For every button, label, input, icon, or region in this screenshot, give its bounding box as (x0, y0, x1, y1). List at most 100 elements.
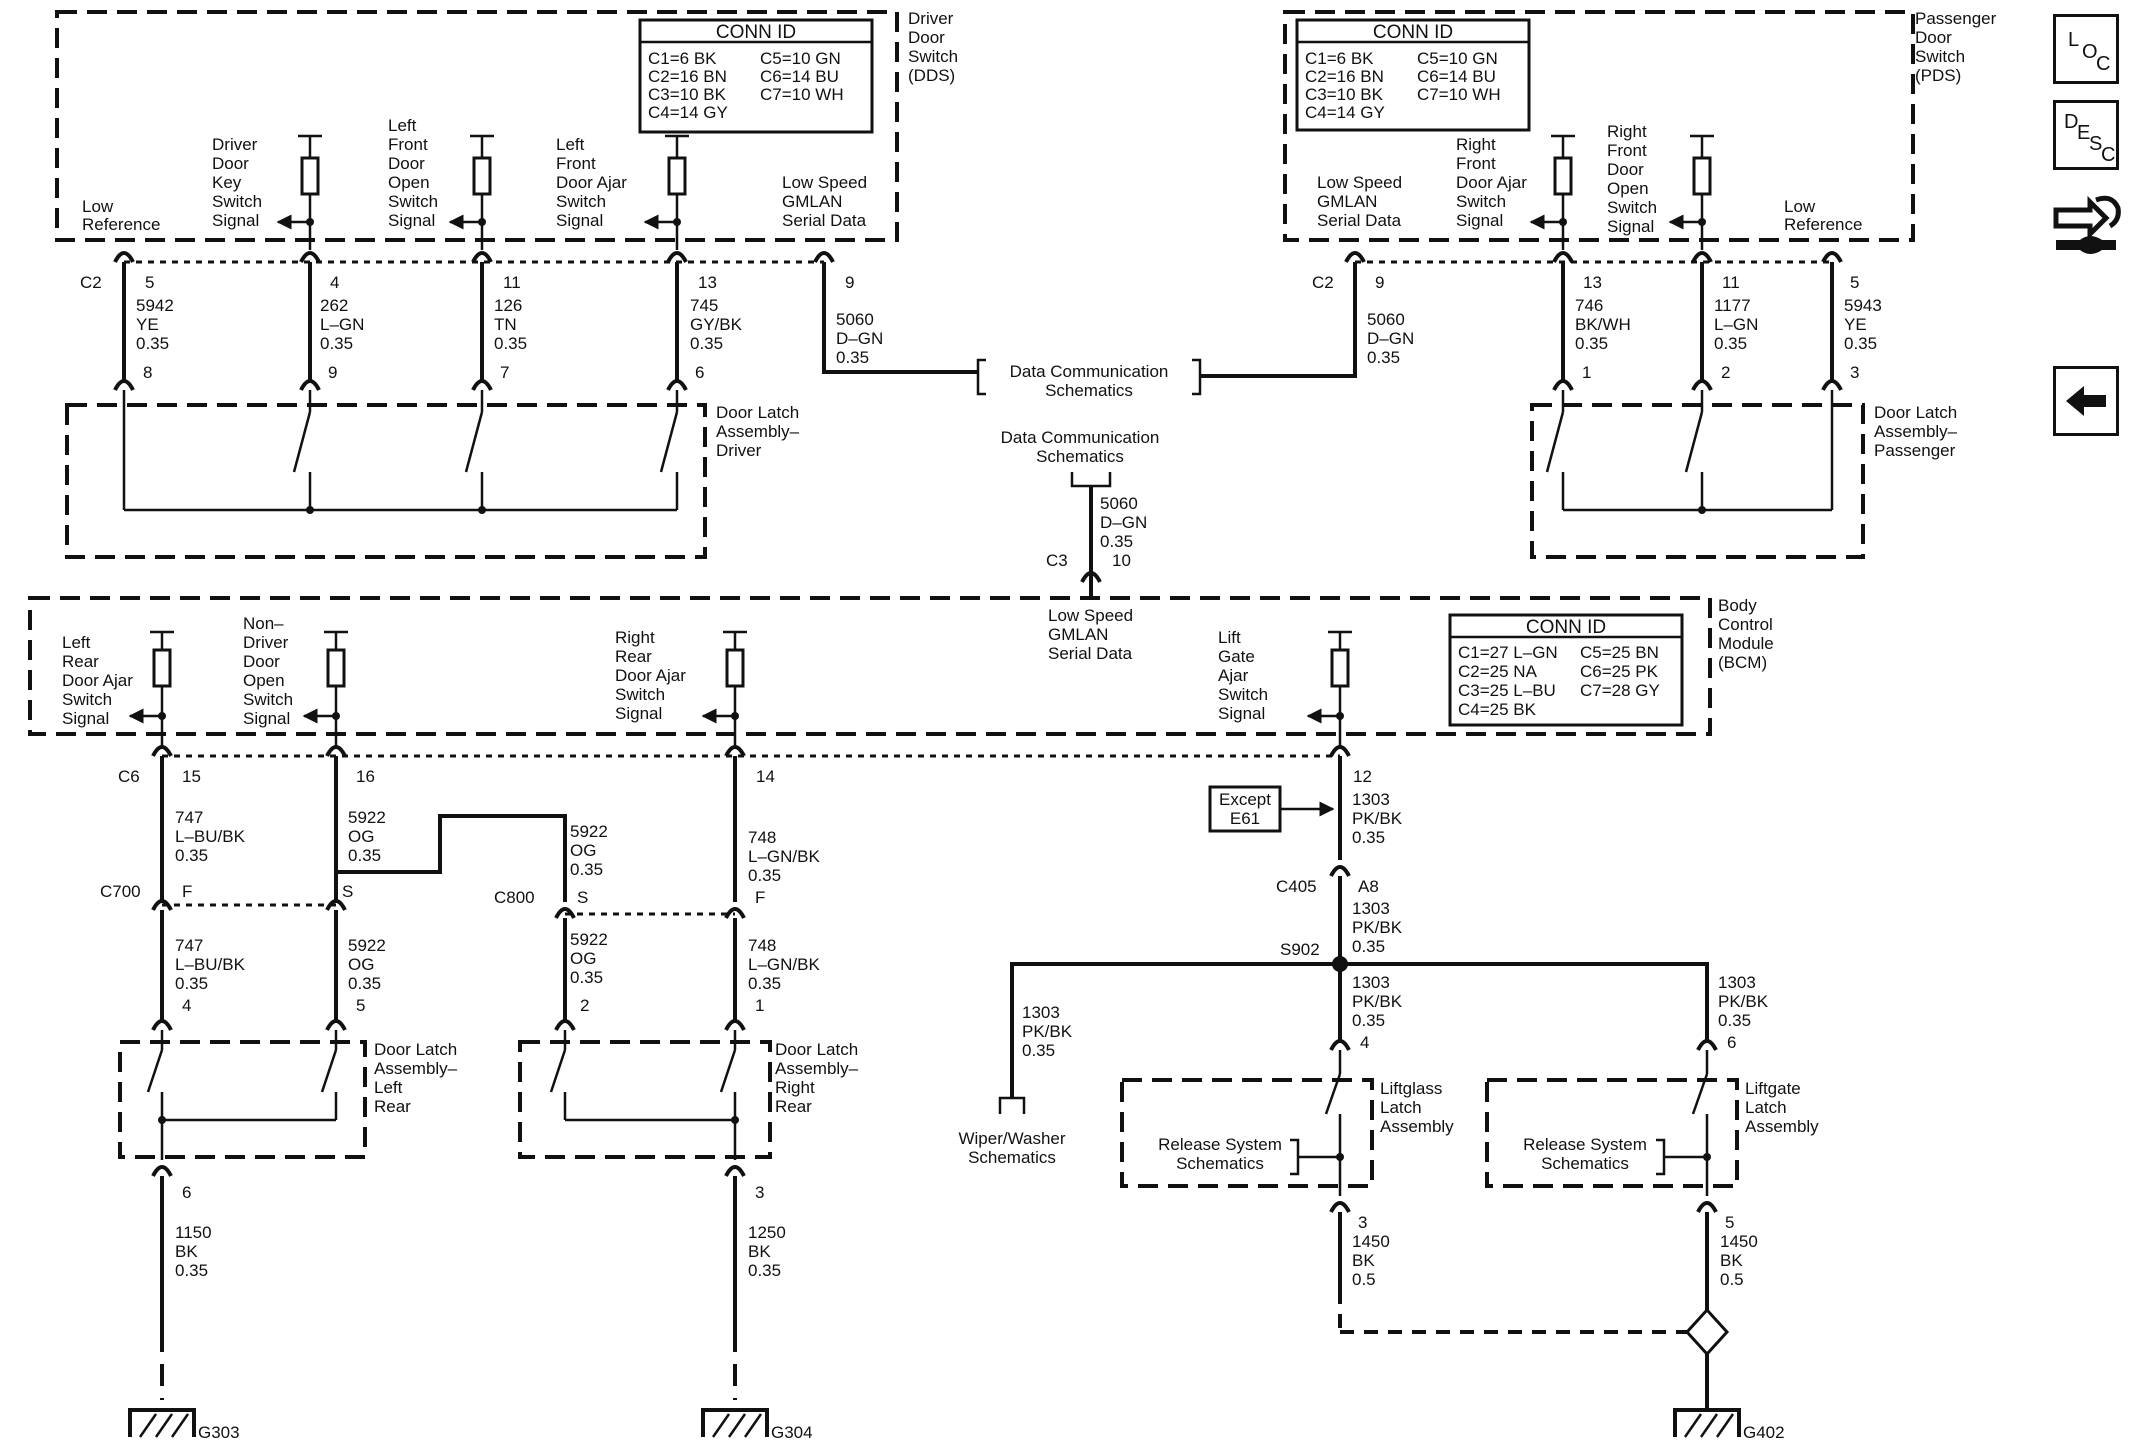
repair-tools-button[interactable] (2050, 180, 2122, 264)
pds-open-switch-label: Right Front Door Open Switch Signal (1607, 122, 1657, 236)
svg-text:0.35: 0.35 (836, 348, 869, 367)
svg-text:Switch: Switch (1607, 198, 1657, 217)
data-communication-ref-1[interactable]: Data Communication Schematics (976, 358, 1202, 400)
svg-text:126: 126 (494, 296, 522, 315)
svg-text:4: 4 (182, 996, 191, 1015)
svg-text:5: 5 (356, 996, 365, 1015)
svg-text:Lift: Lift (1218, 628, 1241, 647)
door-latch-left-rear-box (118, 1040, 367, 1159)
svg-text:2: 2 (1721, 363, 1730, 382)
svg-text:C1=6 BK: C1=6 BK (1305, 49, 1374, 68)
svg-text:Signal: Signal (212, 211, 259, 230)
svg-text:Data Communication: Data Communication (1001, 428, 1160, 447)
data-communication-ref-2[interactable]: Data Communication Schematics (1001, 428, 1160, 488)
wiper-washer-ref[interactable]: Wiper/Washer Schematics (958, 1096, 1066, 1167)
release-system-ref-2[interactable]: Release System Schematics (1523, 1135, 1666, 1176)
svg-text:Schematics: Schematics (1176, 1154, 1264, 1173)
svg-text:Open: Open (388, 173, 430, 192)
svg-text:OG: OG (570, 841, 596, 860)
svg-text:C2=25 NA: C2=25 NA (1458, 662, 1538, 681)
ground-g303: G303 (128, 1408, 240, 1442)
svg-text:OG: OG (348, 955, 374, 974)
c700-connector: C700 F S (100, 882, 353, 911)
svg-text:5922: 5922 (570, 930, 608, 949)
bcm-nd-open-label: Non– Driver Door Open Switch Signal (243, 614, 293, 728)
svg-text:Rear: Rear (615, 647, 652, 666)
svg-text:0.35: 0.35 (1367, 348, 1400, 367)
svg-text:5942: 5942 (136, 296, 174, 315)
right-rear-latch-internal (549, 1030, 739, 1160)
wire-1450a-label: 1450 BK 0.5 (1352, 1232, 1390, 1289)
svg-text:Ajar: Ajar (1218, 666, 1249, 685)
svg-text:0.35: 0.35 (320, 334, 353, 353)
svg-text:Liftglass: Liftglass (1380, 1079, 1442, 1098)
svg-text:C405: C405 (1276, 877, 1317, 896)
svg-text:Right: Right (615, 628, 655, 647)
svg-text:14: 14 (756, 767, 775, 786)
pds-gmlan-label: Low Speed GMLAN Serial Data (1317, 173, 1402, 230)
release-system-ref-1[interactable]: Release System Schematics (1158, 1135, 1300, 1176)
svg-text:747: 747 (175, 936, 203, 955)
svg-text:Passenger: Passenger (1874, 441, 1956, 460)
svg-text:Door: Door (243, 652, 280, 671)
svg-text:0.35: 0.35 (748, 866, 781, 885)
svg-text:PK/BK: PK/BK (1718, 992, 1769, 1011)
svg-text:CONN ID: CONN ID (716, 22, 796, 43)
svg-text:0.35: 0.35 (348, 846, 381, 865)
svg-text:Reference: Reference (82, 215, 160, 234)
wire-5922c-label: 5922 OG 0.35 (348, 936, 386, 993)
svg-text:Driver: Driver (908, 9, 954, 28)
svg-text:Assembly–: Assembly– (1874, 422, 1958, 441)
svg-text:Serial Data: Serial Data (1048, 644, 1133, 663)
svg-text:Driver: Driver (716, 441, 762, 460)
svg-text:1303: 1303 (1352, 973, 1390, 992)
svg-text:Liftgate: Liftgate (1745, 1079, 1801, 1098)
location-button[interactable]: L O C (2053, 14, 2119, 84)
passenger-latch-connector: 1 2 3 (1552, 363, 1859, 391)
svg-text:OG: OG (570, 949, 596, 968)
svg-text:F: F (182, 882, 192, 901)
svg-text:745: 745 (690, 296, 718, 315)
svg-text:0.35: 0.35 (494, 334, 527, 353)
svg-text:YE: YE (1844, 315, 1867, 334)
svg-text:0.35: 0.35 (175, 1261, 208, 1280)
svg-text:C5=10 GN: C5=10 GN (760, 49, 841, 68)
svg-text:5922: 5922 (570, 822, 608, 841)
svg-text:0.5: 0.5 (1720, 1270, 1744, 1289)
svg-text:6: 6 (1727, 1033, 1736, 1052)
svg-text:Door: Door (1915, 28, 1952, 47)
svg-text:Assembly: Assembly (1380, 1117, 1454, 1136)
svg-text:Door Ajar: Door Ajar (615, 666, 686, 685)
svg-text:0.35: 0.35 (1718, 1011, 1751, 1030)
svg-text:3: 3 (1358, 1213, 1367, 1232)
liftgate-latch-box (1485, 1078, 1739, 1188)
svg-text:1: 1 (755, 996, 764, 1015)
dds-wires (122, 262, 978, 380)
svg-text:Signal: Signal (388, 211, 435, 230)
back-button[interactable] (2053, 366, 2119, 436)
svg-text:C5=10 GN: C5=10 GN (1417, 49, 1498, 68)
svg-text:BK: BK (748, 1242, 771, 1261)
svg-text:1450: 1450 (1720, 1232, 1758, 1251)
svg-text:GY/BK: GY/BK (690, 315, 743, 334)
door-latch-right-rear-box (518, 1040, 772, 1159)
bcm-lift-ajar-label: Lift Gate Ajar Switch Signal (1218, 628, 1268, 723)
svg-text:TN: TN (494, 315, 517, 334)
svg-text:C800: C800 (494, 888, 535, 907)
description-button[interactable]: D E S C (2053, 100, 2119, 170)
driver-door-switch-box (55, 10, 899, 242)
svg-text:16: 16 (356, 767, 375, 786)
svg-text:C3=10 BK: C3=10 BK (648, 85, 727, 104)
liftgate-latch-internal (1664, 1050, 1711, 1196)
svg-text:Switch: Switch (243, 690, 293, 709)
s902-splice: S902 (1280, 940, 1320, 959)
svg-text:Serial Data: Serial Data (782, 211, 867, 230)
svg-text:C3=10 BK: C3=10 BK (1305, 85, 1384, 104)
wire-745-label: 745 GY/BK 0.35 (690, 296, 743, 353)
svg-text:3: 3 (1850, 363, 1859, 382)
svg-text:S902: S902 (1280, 940, 1320, 959)
svg-text:Wiper/Washer: Wiper/Washer (958, 1129, 1065, 1148)
svg-text:4: 4 (1360, 1033, 1369, 1052)
svg-text:Driver: Driver (243, 633, 289, 652)
